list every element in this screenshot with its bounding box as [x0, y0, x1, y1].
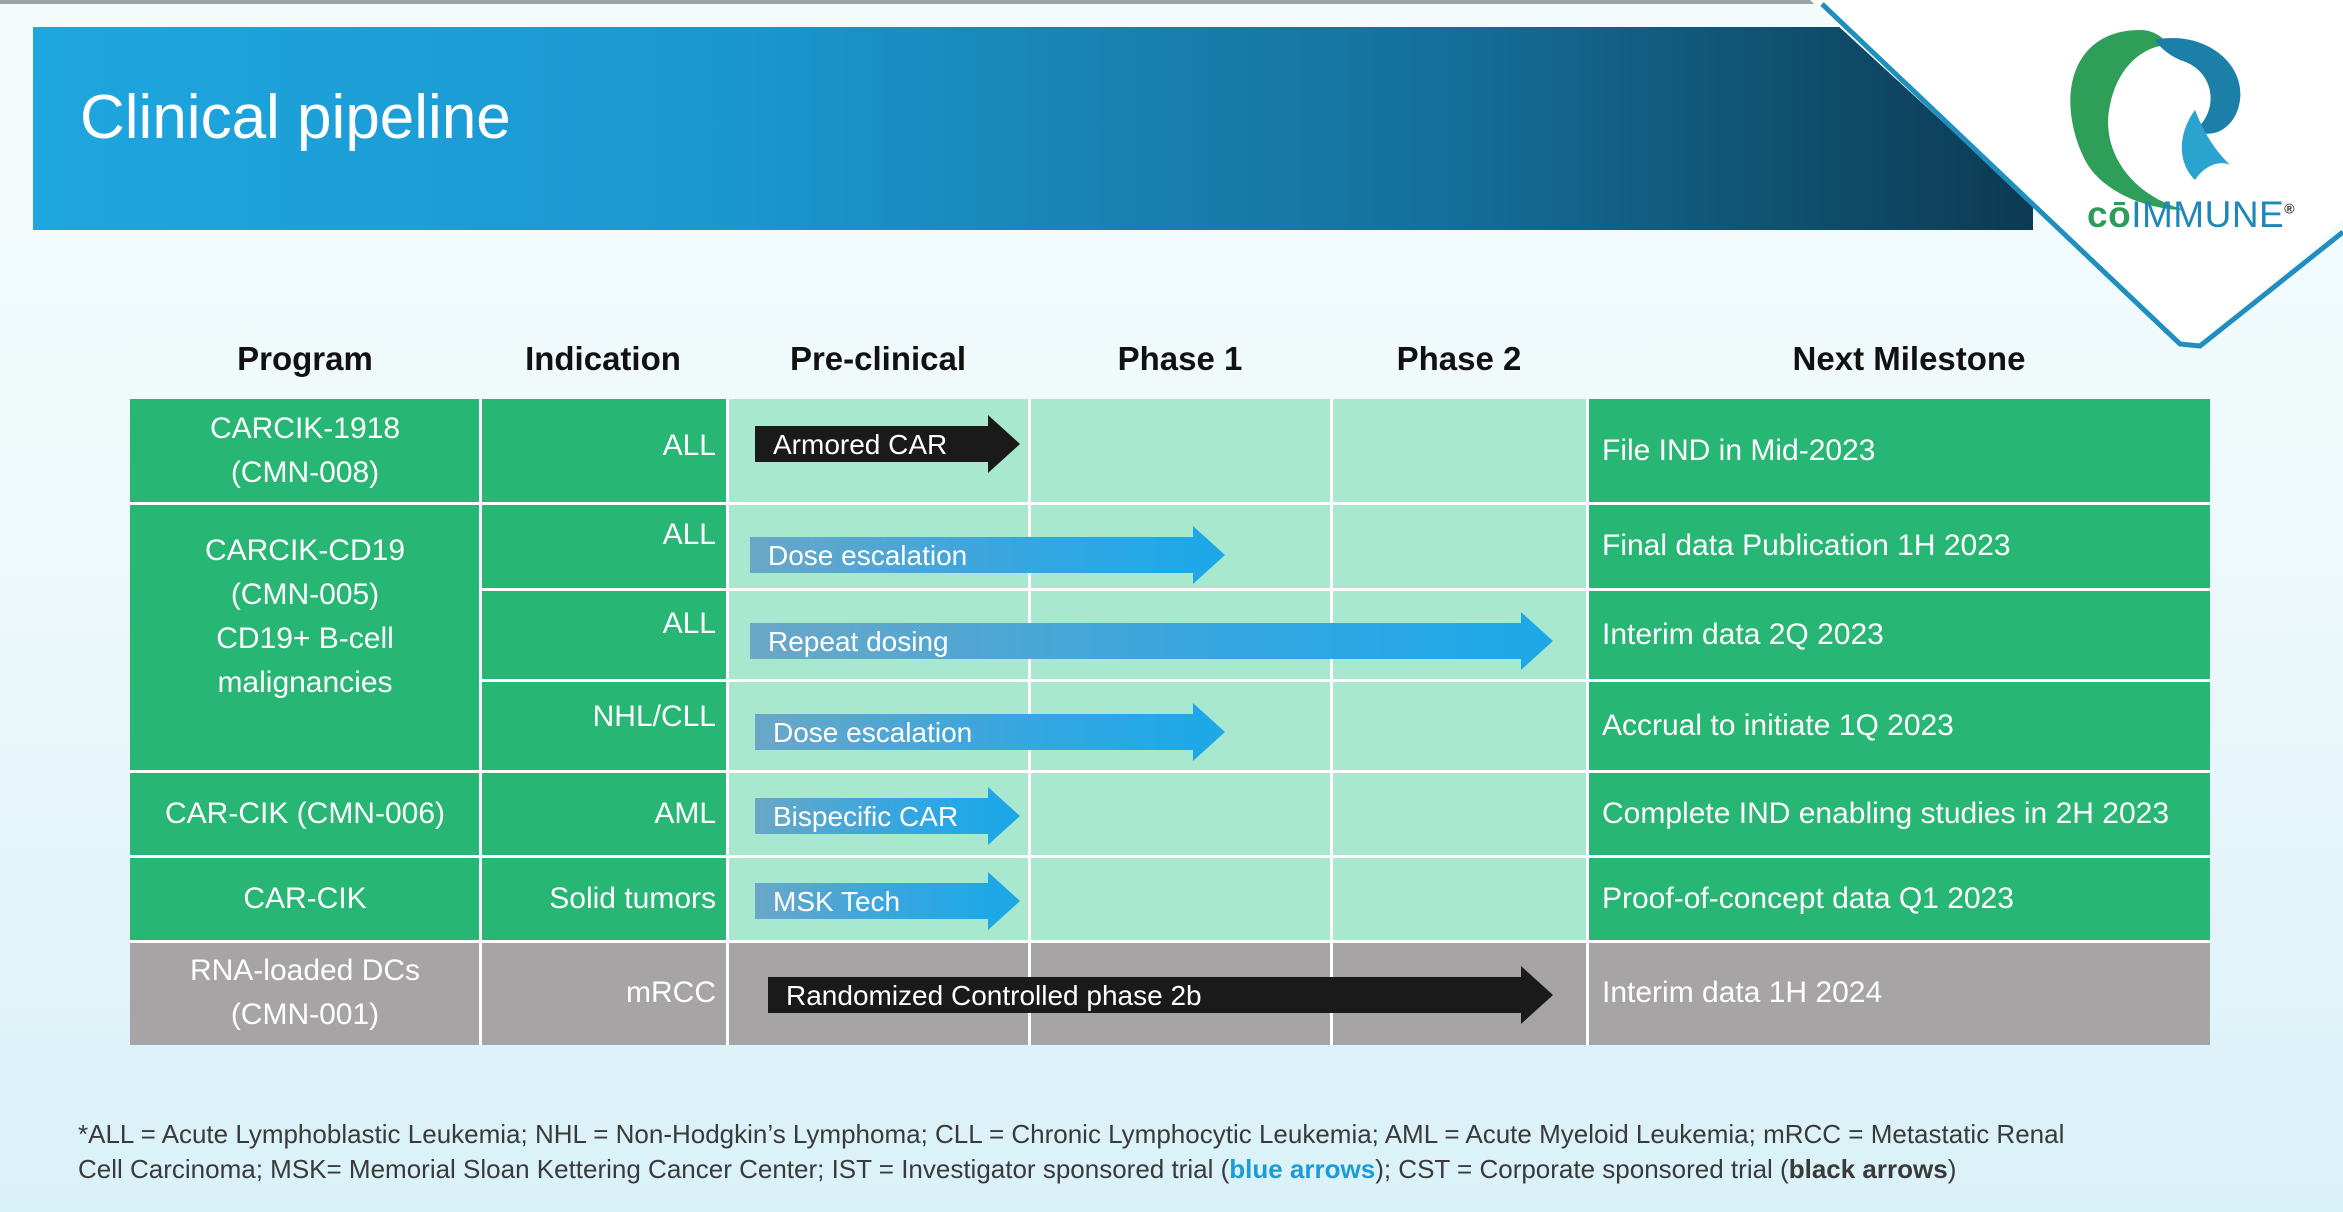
progress-arrow: Randomized Controlled phase 2b [768, 966, 1553, 1024]
progress-arrow: Dose escalation [755, 703, 1225, 761]
progress-arrow: Dose escalation [750, 526, 1225, 584]
header-phase2: Phase 2 [1396, 340, 1522, 377]
indication-cell: NHL/CLL [480, 680, 728, 771]
logo-swirl-drop [2181, 110, 2230, 180]
grid-line [726, 399, 729, 1045]
brand-wordmark: cōIMMUNE® [2087, 194, 2296, 235]
header-next-milestone: Next Milestone [1792, 340, 2026, 377]
indication-cell: AML [480, 771, 728, 856]
logo-swirl-blue [2155, 38, 2241, 134]
program-cell: CARCIK-1918(CMN-008) [130, 399, 480, 503]
phase-area-background [728, 399, 1588, 941]
grid-line [130, 770, 2210, 773]
progress-arrow: Bispecific CAR [755, 787, 1020, 845]
title-banner [33, 27, 2033, 230]
milestone-cell: File IND in Mid-2023 [1588, 399, 2210, 503]
progress-arrow: Repeat dosing [750, 612, 1553, 670]
indication-cell: mRCC [480, 941, 728, 1045]
blue-arrows-legend: blue arrows [1229, 1154, 1376, 1184]
header-preclinical: Pre-clinical [789, 340, 967, 377]
grid-line [130, 940, 2210, 943]
program-cell: CAR-CIK [130, 856, 480, 941]
grid-line [130, 855, 2210, 858]
indication-cell: Solid tumors [480, 856, 728, 941]
grid-line [130, 502, 2210, 505]
header-phase1: Phase 1 [1117, 340, 1243, 377]
slide-title: Clinical pipeline [80, 83, 511, 152]
grid-line [479, 399, 482, 1045]
milestone-cell: Final data Publication 1H 2023 [1588, 503, 2210, 589]
indication-cell: ALL [480, 399, 728, 503]
footnote-line: Cell Carcinoma; MSK= Memorial Sloan Kett… [78, 1154, 1957, 1184]
indication-cell: ALL [480, 589, 728, 680]
logo-swirl-green [2070, 30, 2185, 210]
black-arrows-legend: black arrows [1788, 1154, 1948, 1184]
indication-cell: ALL [480, 503, 728, 589]
top-border [0, 0, 2343, 4]
program-cell: CAR-CIK (CMN-006) [130, 771, 480, 856]
header-program: Program [237, 340, 373, 377]
footnote: *ALL = Acute Lymphoblastic Leukemia; NHL… [78, 1117, 2228, 1187]
coimmune-logo [1810, 0, 2343, 350]
milestone-cell: Interim data 1H 2024 [1588, 941, 2210, 1045]
grid-line [480, 679, 2210, 682]
logo-diamond-outline [1820, 2, 2343, 349]
footnote-line: *ALL = Acute Lymphoblastic Leukemia; NHL… [78, 1119, 2065, 1149]
milestone-cell: Accrual to initiate 1Q 2023 [1588, 680, 2210, 771]
progress-arrow: MSK Tech [755, 872, 1020, 930]
progress-arrow: Armored CAR [755, 415, 1020, 473]
program-cell: RNA-loaded DCs(CMN-001) [130, 941, 480, 1045]
grid-line [1586, 399, 1589, 1045]
header-indication: Indication [525, 340, 681, 377]
milestone-cell: Proof-of-concept data Q1 2023 [1588, 856, 2210, 941]
grid-line [480, 588, 2210, 591]
milestone-cell: Complete IND enabling studies in 2H 2023 [1588, 771, 2210, 856]
grid-line [1330, 399, 1333, 1045]
milestone-cell: Interim data 2Q 2023 [1588, 589, 2210, 680]
